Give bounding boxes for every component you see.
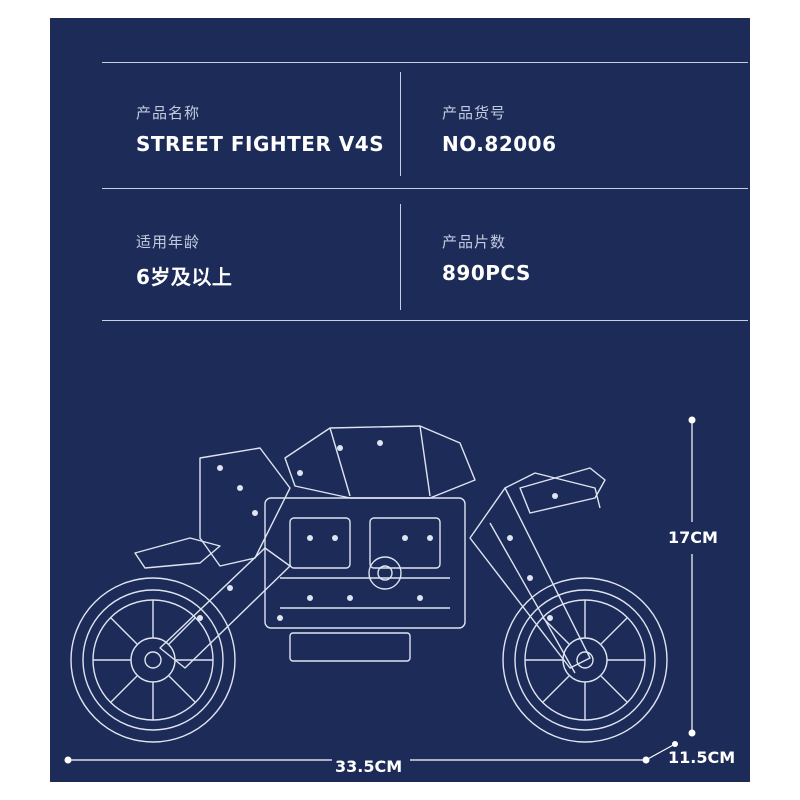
product-name-value: STREET FIGHTER V4S	[136, 132, 385, 156]
headlight	[519, 467, 606, 514]
product-number-label: 产品货号	[442, 104, 507, 122]
front-fork	[469, 487, 591, 669]
age-value: 6岁及以上	[136, 265, 233, 289]
width-dimension-label: 11.5CM	[668, 748, 736, 767]
length-dimension-label: 33.5CM	[335, 757, 403, 776]
pieces-label: 产品片数	[442, 233, 507, 251]
table-divider-upper	[400, 72, 401, 176]
table-middle-line	[102, 188, 748, 189]
rear-wheel	[70, 577, 236, 743]
table-divider-lower	[400, 204, 401, 310]
pieces-value: 890PCS	[442, 261, 531, 285]
height-dimension-label: 17CM	[668, 528, 718, 547]
age-label: 适用年龄	[136, 233, 201, 251]
width-dimension-line	[645, 743, 676, 761]
fuel-tank	[284, 425, 476, 499]
motorcycle-illustration	[64, 416, 696, 764]
swingarm	[159, 547, 291, 669]
table-bottom-line	[102, 320, 748, 321]
engine	[264, 497, 466, 629]
table-top-line	[102, 62, 748, 63]
front-wheel	[502, 577, 668, 743]
seat-tail	[134, 537, 221, 569]
spec-panel: 产品名称 STREET FIGHTER V4S 产品货号 NO.82006 适用…	[50, 18, 750, 782]
product-name-label: 产品名称	[136, 104, 201, 122]
frame	[199, 447, 291, 567]
product-number-value: NO.82006	[442, 132, 557, 156]
